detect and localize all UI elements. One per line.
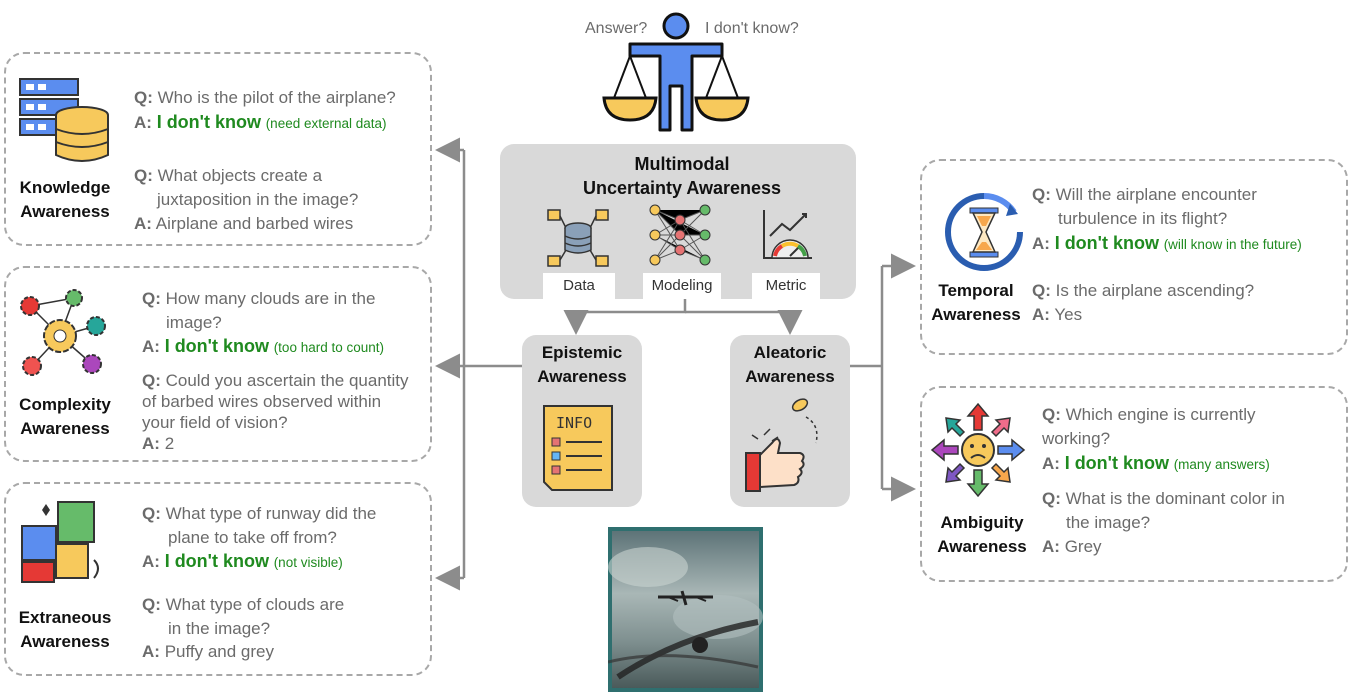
temporal-q2: Q: Is the airplane ascending? — [1032, 281, 1255, 300]
complexity-q1: Q: How many clouds are in the — [142, 289, 376, 308]
knowledge-q2b: juxtaposition in the image? — [157, 190, 359, 209]
metric-gauge-icon — [763, 210, 812, 259]
hourglass-clock-icon — [945, 192, 1023, 271]
temporal-q1b: turbulence in its flight? — [1058, 209, 1228, 228]
extraneous-q1b: plane to take off from? — [168, 528, 337, 547]
temporal-label-1: Temporal — [938, 281, 1014, 300]
airplane-photo — [608, 527, 763, 692]
complexity-q2: Q: Could you ascertain the quantity — [142, 371, 409, 390]
complexity-q1b: image? — [166, 313, 222, 332]
aleatoric-label-1: Aleatoric — [753, 343, 827, 362]
extraneous-q1: Q: What type of runway did the — [142, 504, 377, 523]
center-title-line2: Uncertainty Awareness — [582, 178, 782, 198]
dontknow-label: I don't know? — [705, 20, 799, 37]
temporal-a2: A: Yes — [1032, 305, 1083, 324]
extraneous-a1: A: I don't know (not visible) — [142, 551, 343, 571]
ambiguity-a2: A: Grey — [1042, 537, 1102, 556]
puzzle-icon — [21, 501, 99, 583]
epistemic-label-1: Epistemic — [541, 343, 623, 362]
ambiguity-q1b: working? — [1042, 429, 1111, 448]
info-text: INFO — [556, 414, 592, 432]
extraneous-a2: A: Puffy and grey — [142, 642, 275, 661]
knowledge-awareness-card — [4, 52, 432, 246]
complexity-q2b: of barbed wires observed within — [142, 392, 382, 411]
complexity-label-2: Awareness — [20, 419, 110, 438]
knowledge-q1: Q: Who is the pilot of the airplane? — [134, 88, 396, 107]
server-database-icon — [19, 78, 109, 162]
temporal-a1: A: I don't know (will know in the future… — [1032, 233, 1302, 253]
database-icon — [547, 209, 609, 267]
knowledge-label-1: Knowledge — [19, 178, 111, 197]
knowledge-label-2: Awareness — [20, 202, 110, 221]
extraneous-awareness-card — [4, 482, 432, 676]
knowledge-q2: Q: What objects create a — [134, 166, 323, 185]
gears-network-icon — [20, 289, 106, 376]
neural-network-icon — [649, 204, 711, 266]
answer-label: Answer? — [585, 20, 648, 37]
extraneous-q2: Q: What type of clouds are — [142, 595, 345, 614]
complexity-a1: A: I don't know (too hard to count) — [142, 336, 385, 356]
ambiguity-q2b: the image? — [1066, 513, 1151, 532]
extraneous-q2b: in the image? — [168, 619, 271, 638]
knowledge-a2: A: Airplane and barbed wires — [134, 214, 354, 233]
balance-person-icon — [602, 12, 750, 132]
extraneous-label-1: Extraneous — [18, 608, 112, 627]
ambiguity-label-2: Awareness — [937, 537, 1027, 556]
aleatoric-label-2: Awareness — [745, 367, 835, 386]
confused-face-arrows-icon — [930, 402, 1026, 498]
center-item-modeling: Modeling — [643, 273, 721, 299]
ambiguity-label-1: Ambiguity — [940, 513, 1024, 532]
center-item-data: Data — [543, 273, 615, 299]
extraneous-label-2: Awareness — [20, 632, 110, 651]
complexity-awareness-card — [4, 266, 432, 462]
complexity-a2: A: 2 — [142, 434, 175, 453]
ambiguity-q1: Q: Which engine is currently — [1042, 405, 1256, 424]
center-title-line1: Multimodal — [634, 154, 730, 174]
temporal-awareness-card — [920, 159, 1348, 355]
knowledge-a1: A: I don't know (need external data) — [134, 112, 387, 132]
coin-flip-thumb-icon — [745, 398, 818, 492]
complexity-label-1: Complexity — [19, 395, 111, 414]
ambiguity-a1: A: I don't know (many answers) — [1042, 453, 1270, 473]
complexity-q2c: your field of vision? — [142, 413, 288, 432]
info-document-icon: INFO — [543, 405, 613, 491]
temporal-q1: Q: Will the airplane encounter — [1032, 185, 1257, 204]
ambiguity-awareness-card — [920, 386, 1348, 582]
ambiguity-q2: Q: What is the dominant color in — [1042, 489, 1285, 508]
center-item-metric: Metric — [752, 273, 820, 299]
temporal-label-2: Awareness — [931, 305, 1021, 324]
epistemic-label-2: Awareness — [537, 367, 627, 386]
